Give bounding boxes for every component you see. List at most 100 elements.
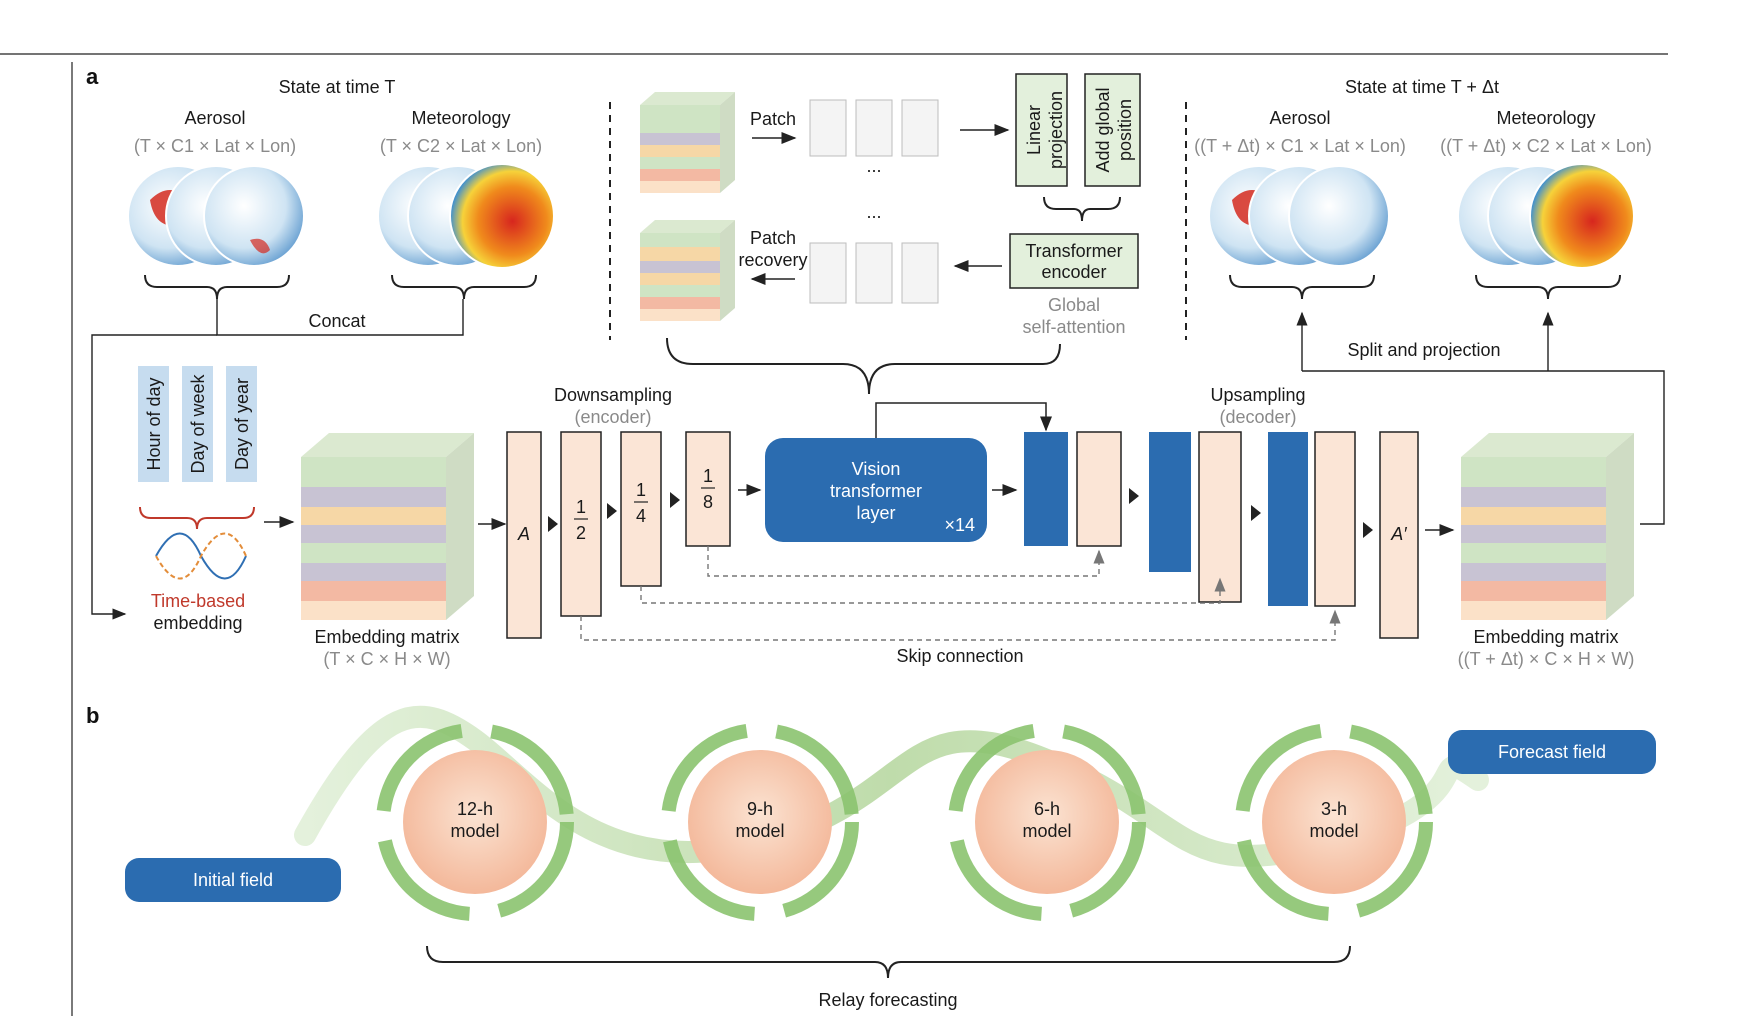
decoder-blue-2	[1149, 432, 1191, 572]
linear-projection-label-2: projection	[1046, 91, 1066, 169]
embedding-in-dims: (T × C × H × W)	[323, 649, 450, 669]
day-of-year-label: Day of year	[232, 378, 252, 470]
aerosol-brace	[144, 274, 290, 300]
meteorology-out-brace	[1475, 274, 1621, 300]
split-projection-label: Split and projection	[1347, 340, 1500, 360]
downsampling-sub: (encoder)	[574, 407, 651, 427]
aerosol-out-title: Aerosol	[1269, 108, 1330, 128]
arrow-a-half	[548, 516, 558, 532]
split-line	[1302, 370, 1665, 525]
model-9h-label-2: model	[735, 821, 784, 841]
model-3h-label-1: 3-h	[1321, 799, 1347, 819]
downsampling-title: Downsampling	[554, 385, 672, 405]
meteorology-title: Meteorology	[411, 108, 510, 128]
patch-tiles-top	[809, 99, 939, 157]
concat-label: Concat	[308, 311, 365, 331]
block-half-num: 1	[576, 497, 586, 517]
model-6h	[948, 723, 1146, 921]
vit-detail-brace	[666, 337, 1061, 395]
block-quarter	[620, 431, 662, 587]
transformer-encoder-box	[1009, 233, 1139, 289]
linear-projection-box	[1015, 73, 1068, 187]
time-embedding-label-2: embedding	[153, 613, 242, 633]
aerosol-title: Aerosol	[184, 108, 245, 128]
ellipsis-bottom: ...	[866, 202, 881, 222]
skip-quarter	[640, 577, 1226, 604]
upsampling-sub: (decoder)	[1219, 407, 1296, 427]
hour-of-day-bar	[138, 366, 169, 482]
model-12h-label-2: model	[450, 821, 499, 841]
block-a-label: A	[517, 524, 530, 544]
meteorology-brace	[391, 274, 537, 300]
upsampling-title: Upsampling	[1210, 385, 1305, 405]
skip-eighth	[707, 546, 1105, 577]
embedding-out-title: Embedding matrix	[1473, 627, 1618, 647]
projection-brace	[1043, 196, 1121, 222]
cosine-wave	[155, 532, 247, 580]
relay-brace	[426, 945, 1351, 979]
embedding-matrix-out	[1461, 433, 1634, 620]
arrow-dec-1-2	[1129, 488, 1139, 504]
arrow-quarter-eighth	[670, 492, 680, 508]
arrow-dec-2-3	[1251, 505, 1261, 521]
ellipsis-top: ...	[866, 156, 881, 176]
global-self-attention-label-2: self-attention	[1022, 317, 1125, 337]
aerosol-globes	[127, 165, 305, 267]
transformer-encoder-label-2: encoder	[1041, 262, 1106, 282]
embedding-in-title: Embedding matrix	[314, 627, 459, 647]
skip-connection-label: Skip connection	[896, 646, 1023, 666]
transformer-encoder-label-1: Transformer	[1025, 241, 1122, 261]
block-eighth	[685, 431, 731, 547]
skip-half	[580, 609, 1341, 641]
global-position-label-1: Add global	[1093, 87, 1113, 172]
day-of-week-bar	[182, 366, 213, 482]
aerosol-dims: (T × C1 × Lat × Lon)	[134, 136, 296, 156]
decoder-blue-1	[1024, 432, 1068, 546]
embedding-matrix-in	[301, 433, 474, 620]
model-6h-label-1: 6-h	[1034, 799, 1060, 819]
vit-label-3: layer	[856, 503, 895, 523]
block-quarter-num: 1	[636, 480, 646, 500]
panel-a-label: a	[86, 64, 99, 89]
linear-projection-label-1: Linear	[1024, 105, 1044, 155]
decoder-block-1	[1076, 431, 1122, 547]
arrow-half-quarter	[607, 503, 617, 519]
arrow-dec-3-aprime	[1363, 522, 1373, 538]
state-t-dt-title: State at time T + Δt	[1345, 77, 1499, 97]
day-of-year-bar	[226, 366, 257, 482]
block-half	[560, 431, 602, 617]
block-eighth-num: 1	[703, 466, 713, 486]
model-3h	[1235, 723, 1433, 921]
forecast-field-label: Forecast field	[1498, 742, 1606, 762]
block-a-prime-label: A′	[1390, 524, 1407, 544]
vision-transformer-layer	[765, 438, 987, 542]
model-9h-label-1: 9-h	[747, 799, 773, 819]
block-quarter-den: 4	[636, 506, 646, 526]
vit-bypass-arrow	[875, 402, 1052, 438]
block-eighth-den: 8	[703, 492, 713, 512]
day-of-week-label: Day of week	[188, 373, 208, 473]
state-t-title: State at time T	[279, 77, 396, 97]
vit-label-1: Vision	[852, 459, 901, 479]
embedding-out-dims: ((T + Δt) × C × H × W)	[1458, 649, 1635, 669]
model-6h-label-2: model	[1022, 821, 1071, 841]
block-half-den: 2	[576, 523, 586, 543]
aerosol-out-globes	[1208, 165, 1390, 267]
patch-output-cube	[640, 220, 735, 321]
aerosol-out-dims: ((T + Δt) × C1 × Lat × Lon)	[1194, 136, 1406, 156]
initial-field-label: Initial field	[193, 870, 273, 890]
meteorology-out-dims: ((T + Δt) × C2 × Lat × Lon)	[1440, 136, 1652, 156]
global-self-attention-label-1: Global	[1048, 295, 1100, 315]
concat-line	[216, 299, 464, 336]
forecast-field-box	[1448, 730, 1656, 774]
vit-label-2: transformer	[830, 481, 922, 501]
time-brace	[139, 506, 255, 530]
initial-field-box	[125, 858, 341, 902]
time-embedding-label-1: Time-based	[151, 591, 245, 611]
patch-label: Patch	[750, 109, 796, 129]
meteorology-out-globes	[1457, 163, 1635, 269]
concat-to-embedding-arrow	[91, 334, 217, 620]
patch-tiles-bottom	[809, 242, 939, 304]
hour-of-day-label: Hour of day	[144, 377, 164, 470]
